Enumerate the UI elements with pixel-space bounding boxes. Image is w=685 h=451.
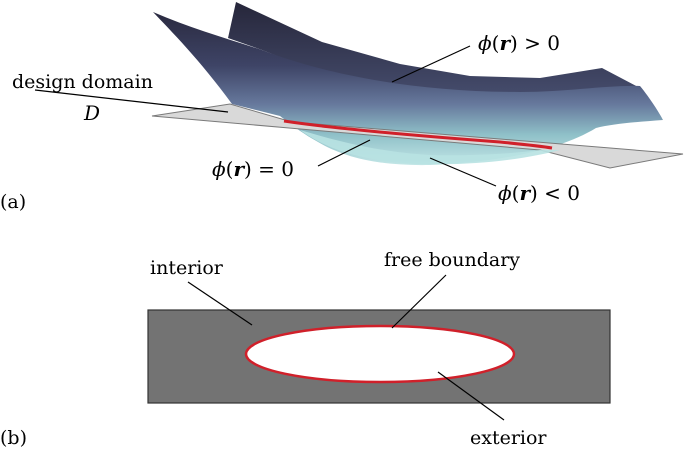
leader-free-boundary [391, 274, 447, 329]
free-boundary-label: free boundary [384, 249, 520, 271]
leader-phi-negative [429, 157, 497, 187]
panel-a-label: (a) [0, 191, 26, 213]
leader-exterior [437, 371, 505, 421]
phi-positive-label: ϕ(r) > 0 [478, 31, 560, 55]
phi-zero-label: ϕ(r) = 0 [212, 157, 294, 181]
panel-b: interior free boundary exterior (b) [0, 249, 611, 449]
exterior-region [244, 324, 516, 384]
panel-b-label: (b) [0, 427, 27, 449]
phi-surface [153, 12, 663, 166]
leader-domain [34, 89, 229, 113]
domain-symbol-label: D [83, 101, 100, 125]
phi-surface-lower [300, 130, 560, 165]
phi-negative-label: ϕ(r) < 0 [498, 181, 580, 205]
surface-back-sheet [228, 2, 640, 110]
panel-a: design domain D ϕ(r) > 0 ϕ(r) = 0 ϕ(r) <… [0, 2, 684, 213]
interior-label: interior [150, 257, 224, 279]
zero-level-curve [283, 119, 553, 150]
leader-phi-zero [317, 139, 371, 167]
design-domain-label: design domain [12, 71, 153, 93]
leader-phi-positive [391, 45, 471, 83]
leader-interior [187, 281, 253, 326]
exterior-label: exterior [470, 427, 547, 449]
